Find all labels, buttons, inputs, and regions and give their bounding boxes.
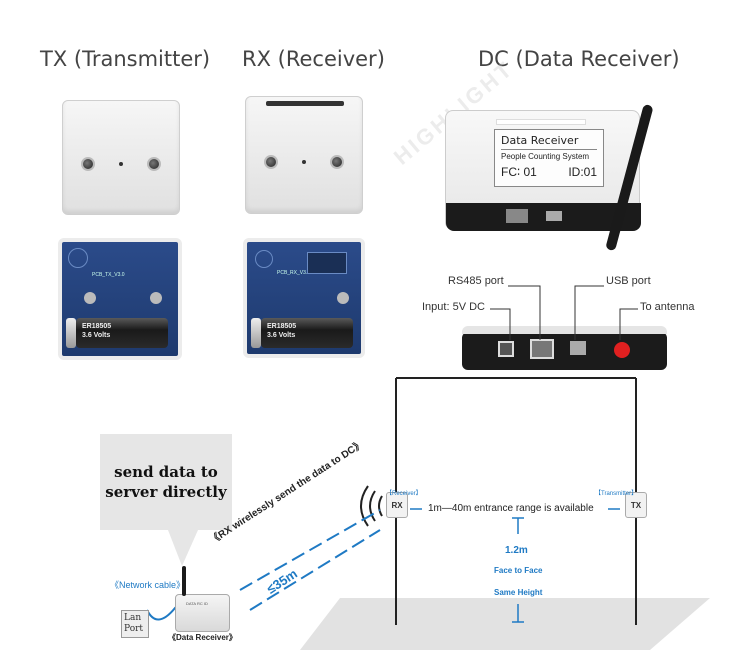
rx-pcb-hole — [255, 250, 273, 268]
wireless-dash-upper — [239, 509, 381, 591]
tx-sensor-eye-left — [81, 157, 95, 171]
height-value: 1.2m — [505, 545, 528, 556]
transmitter-tag: 【Transmitter】 — [595, 491, 638, 497]
rx-pcb-label: PCB_RX_V3.0 — [277, 270, 311, 276]
leader-usb — [574, 285, 604, 340]
dc-label-subtitle: People Counting System — [501, 149, 597, 161]
rx-pcb-image: PCB_RX_V3.0 ER18505 3.6 Volts — [243, 238, 365, 358]
rx-sensor-eye-left — [264, 155, 278, 169]
rx-pcb-sensor — [337, 292, 349, 304]
label-rs485: RS485 port — [448, 275, 504, 287]
dc-rs485-jack — [530, 339, 554, 359]
tx-pcb-sensor-2 — [84, 292, 96, 304]
send-data-bubble: send data to server directly — [100, 434, 232, 530]
dc-label-title: Data Receiver — [501, 134, 579, 147]
same-height-text: Same Height — [494, 588, 543, 597]
dc-top-slot — [496, 119, 586, 125]
tx-sensor-eye-right — [147, 157, 161, 171]
signal-arc-1 — [378, 495, 383, 517]
dc-side-top — [462, 326, 667, 334]
signal-arc-3 — [360, 485, 369, 527]
lan-port: Lan Port — [121, 610, 149, 638]
data-receiver-caption: 《Data Receiver》 — [168, 633, 237, 642]
rx-device-image — [245, 96, 363, 214]
dc-label-plate: Data Receiver People Counting System FC∶… — [494, 129, 604, 187]
floor-plane — [300, 598, 710, 650]
label-usb: USB port — [606, 275, 651, 287]
rx-top-strip — [266, 101, 344, 106]
rx-battery: ER18505 3.6 Volts — [261, 318, 353, 348]
rx-unit-box: RX — [386, 492, 408, 518]
rx-sensor-eye-right — [330, 155, 344, 169]
mini-antenna — [182, 566, 186, 596]
dc-usb-port — [546, 211, 562, 221]
rx-pcb-chip — [307, 252, 347, 274]
dc-fc-value: FC∶ 01 — [501, 165, 537, 179]
tx-battery-cap — [66, 318, 76, 348]
bubble-tail — [168, 530, 198, 566]
tx-pcb-sensor — [150, 292, 162, 304]
dc-device-image: Data Receiver People Counting System FC∶… — [445, 110, 641, 231]
dc-antenna-jack — [614, 342, 630, 358]
dc-rj-port — [506, 209, 528, 223]
tx-device-image — [62, 100, 180, 215]
range-text: 1m—40m entrance range is available — [428, 503, 594, 514]
leader-input — [490, 308, 511, 340]
heading-tx: TX (Transmitter) — [40, 47, 211, 71]
tx-indicator-dot — [119, 162, 123, 166]
dc-id-value: ID:01 — [568, 165, 597, 179]
tx-pcb-hole — [68, 248, 88, 268]
label-input: Input: 5V DC — [422, 301, 485, 313]
dc-port-panel — [446, 203, 641, 231]
receiver-tag: 【Receiver】 — [386, 491, 422, 497]
wireless-dash-lower — [249, 529, 381, 611]
network-cable-label: 《Network cable》 — [110, 580, 186, 590]
tx-unit-box: TX — [625, 492, 647, 518]
leader-antenna — [619, 308, 638, 340]
face-to-face-text: Face to Face — [494, 566, 543, 575]
tx-battery: ER18505 3.6 Volts — [76, 318, 168, 348]
rx-indicator-dot — [302, 160, 306, 164]
dc-side-view — [462, 326, 667, 370]
signal-arc-2 — [369, 490, 376, 522]
mini-data-receiver: DATA RC ID — [175, 594, 230, 632]
label-antenna: To antenna — [640, 301, 695, 313]
dc-usb-jack — [570, 341, 586, 355]
dc-power-jack — [498, 341, 514, 357]
rx-battery-cap — [251, 318, 261, 348]
tx-pcb-image: PCB_TX_V3.0 ER18505 3.6 Volts — [58, 238, 182, 360]
mini-receiver-label: DATA RC ID — [186, 601, 208, 606]
leader-rs485 — [508, 285, 541, 340]
tx-pcb-label: PCB_TX_V3.0 — [92, 272, 125, 278]
heading-dc: DC (Data Receiver) — [478, 47, 680, 71]
heading-rx: RX (Receiver) — [242, 47, 385, 71]
